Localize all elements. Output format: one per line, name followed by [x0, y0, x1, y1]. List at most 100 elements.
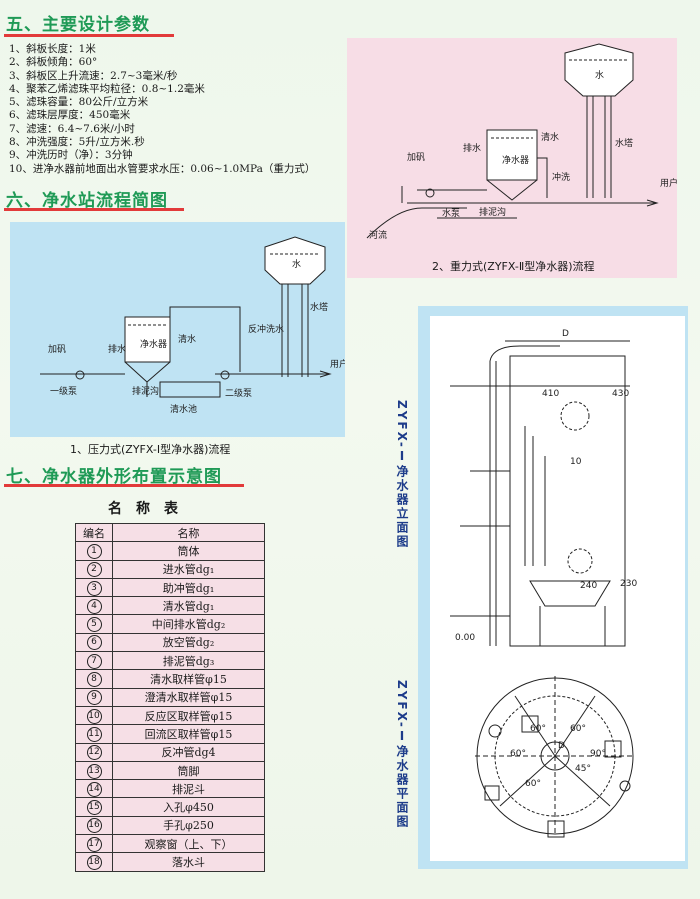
row-number-cell: 5 — [75, 614, 113, 634]
row-number-cell: 17 — [75, 834, 113, 854]
row-number: 4 — [86, 598, 102, 614]
elevation-plan-drawing: D 410 430 10 240 230 0.00 D 60° 60° 45° … — [450, 329, 637, 838]
row-name: 反应区取样管φ15 — [112, 705, 265, 726]
row-number: 2 — [86, 562, 102, 578]
row-number: 11 — [86, 726, 102, 742]
tower-water-label: 水 — [292, 258, 301, 270]
param-item: 6、滤珠层厚度：450毫米 — [9, 109, 131, 122]
row-number-cell: 15 — [75, 797, 113, 817]
section5-underline — [4, 34, 174, 37]
angle-label: 45° — [575, 764, 591, 774]
name-table-title: 名称表 — [108, 501, 192, 517]
table-row: 10 反应区取样管φ15 — [75, 705, 265, 726]
param-item: 8、冲洗强度：5升/立方米.秒 — [9, 136, 145, 149]
clear-pool-label: 清水池 — [170, 403, 197, 415]
drain-valve-label: 排水 — [108, 343, 126, 355]
angle-label: 90° — [590, 749, 606, 759]
row-number-cell: 4 — [75, 596, 113, 616]
row-number: 18 — [86, 854, 102, 870]
angle-label: 60° — [525, 779, 541, 789]
row-number-cell: 14 — [75, 779, 113, 799]
design-params-list: 1、斜板长度：1米 2、斜板倾角：60° 3、斜板区上升流速：2.7~3毫米/秒… — [9, 43, 315, 176]
row-name: 排泥斗 — [112, 779, 265, 799]
table-header: 名称 — [112, 522, 265, 543]
row-name: 澄清水取样管φ15 — [112, 687, 265, 707]
pump1-label: 一级泵 — [50, 385, 77, 397]
plan-d-label: D — [558, 741, 565, 751]
table-row: 11 回流区取样管φ15 — [75, 724, 265, 744]
row-number-cell: 3 — [75, 577, 113, 598]
row-name: 进水管dg₁ — [112, 559, 265, 579]
row-name: 回流区取样管φ15 — [112, 724, 265, 744]
row-number: 12 — [86, 745, 102, 761]
pump-label: 水泵 — [442, 207, 460, 219]
angle-label: 60° — [570, 724, 586, 734]
row-name: 清水管dg₁ — [112, 596, 265, 616]
angle-label: 60° — [510, 749, 526, 759]
row-name: 排泥管dg₃ — [112, 651, 265, 671]
elevation-title: ZYFX-Ⅰ净水器立面图 — [395, 400, 409, 549]
row-name: 筒体 — [112, 541, 265, 561]
drain-ditch-label: 排泥沟 — [479, 206, 506, 218]
dose-label: 加矾 — [48, 344, 66, 355]
row-number-cell: 13 — [75, 760, 113, 781]
table-header: 编名 — [75, 522, 113, 543]
tower-label: 水塔 — [310, 301, 328, 313]
elevation-d-label: D — [562, 329, 569, 339]
row-number: 5 — [86, 617, 102, 633]
section7-underline — [4, 484, 244, 487]
param-item: 1、斜板长度：1米 — [9, 43, 96, 55]
param-item: 10、进净水器前地面出水管要求水压：0.06~1.0MPa（重力式） — [9, 162, 316, 175]
row-number-cell: 16 — [75, 815, 113, 836]
purifier-label: 净水器 — [502, 154, 529, 166]
row-number-cell: 1 — [75, 541, 113, 561]
row-number-cell: 6 — [75, 632, 113, 653]
user-label: 用户 — [330, 358, 345, 370]
dim-label: 0.00 — [455, 633, 475, 643]
row-number: 1 — [86, 543, 102, 559]
plan-title: ZYFX-Ⅰ净水器平面图 — [395, 680, 409, 829]
purifier-label: 净水器 — [140, 338, 167, 350]
pressure-flow-panel: 水 水塔 用户 净水器 清水 反冲洗水 排水 加矾 一级泵 排泥沟 清水池 二级… — [10, 222, 348, 437]
section6-underline — [4, 208, 184, 211]
table-row: 2 进水管dg₁ — [75, 559, 265, 579]
dim-label: 230 — [620, 579, 637, 589]
section7-title: 七、净水器外形布置示意图 — [6, 467, 222, 487]
row-name: 助冲管dg₁ — [112, 577, 265, 598]
river-label: 河流 — [369, 229, 387, 241]
row-name: 筒脚 — [112, 760, 265, 781]
row-number-cell: 8 — [75, 669, 113, 689]
row-name: 清水取样管φ15 — [112, 669, 265, 689]
backwash-label: 反冲洗水 — [248, 323, 284, 335]
row-number: 15 — [86, 800, 102, 816]
param-item: 9、冲洗历时（净）：3分钟 — [9, 149, 133, 162]
row-number: 16 — [86, 818, 102, 834]
user-label: 用户 — [660, 177, 677, 189]
table-row: 12 反冲管dg4 — [75, 742, 265, 762]
row-name: 反冲管dg4 — [112, 742, 265, 762]
row-number-cell: 12 — [75, 742, 113, 762]
pressure-flow-diagram: 水 水塔 用户 净水器 清水 反冲洗水 排水 加矾 一级泵 排泥沟 清水池 二级… — [40, 236, 348, 415]
flush-label: 冲洗 — [552, 171, 570, 183]
row-number-cell: 9 — [75, 687, 113, 707]
row-number-cell: 11 — [75, 724, 113, 744]
row-number: 10 — [86, 708, 102, 724]
row-name: 落水斗 — [112, 852, 265, 872]
dose-label: 加矾 — [407, 152, 425, 163]
row-number-cell: 18 — [75, 852, 113, 872]
row-number-cell: 7 — [75, 651, 113, 671]
pressure-flow-caption: 1、压力式(ZYFX-Ⅰ型净水器)流程 — [70, 443, 231, 456]
row-number: 6 — [86, 635, 102, 651]
section6-title: 六、净水站流程简图 — [6, 191, 168, 211]
row-number: 7 — [86, 653, 102, 669]
row-number: 9 — [86, 690, 102, 706]
row-number-cell: 10 — [75, 705, 113, 726]
row-number-cell: 2 — [75, 559, 113, 579]
tower-water-label: 水 — [595, 69, 604, 81]
